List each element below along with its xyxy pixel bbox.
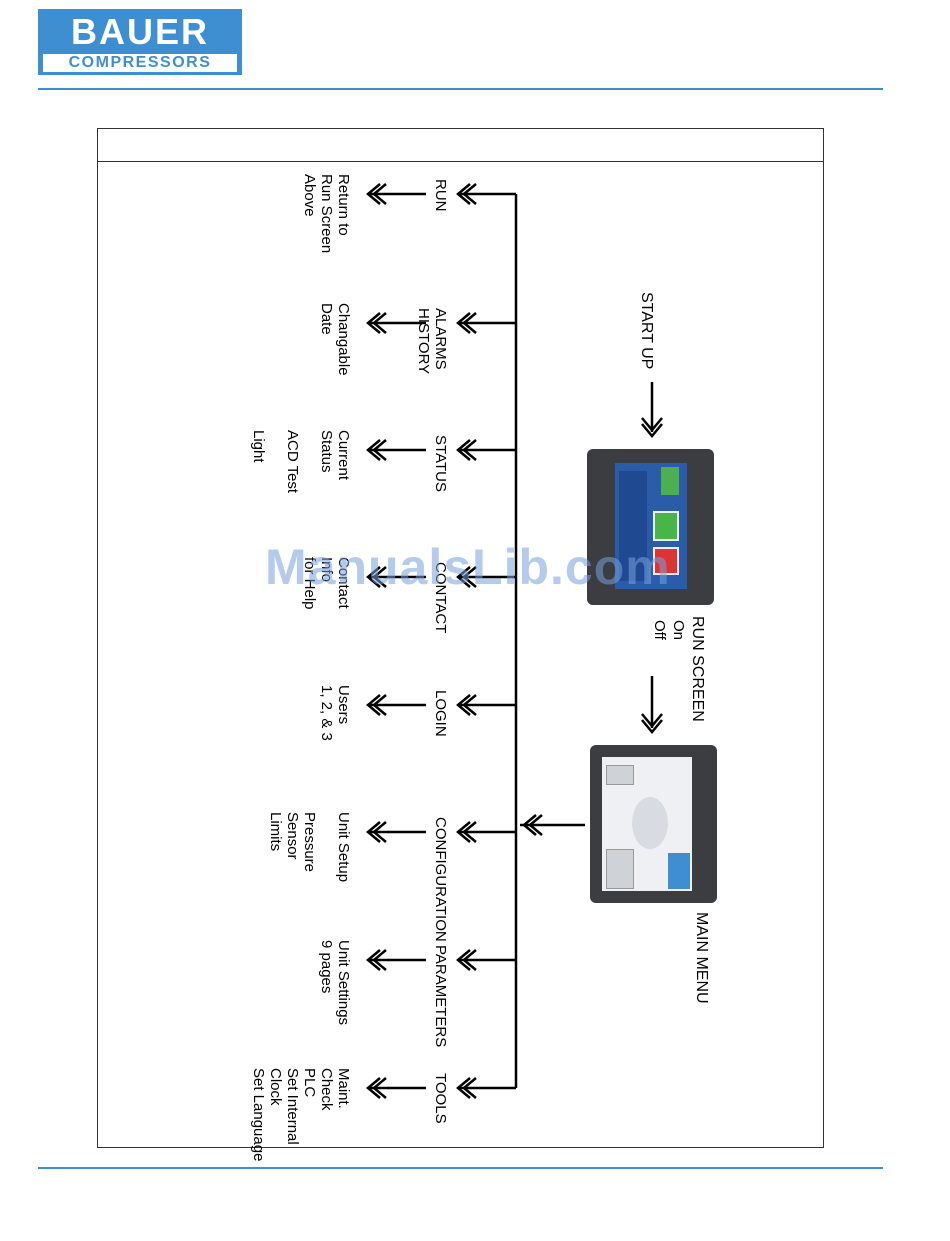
desc-arrow-run xyxy=(366,183,426,205)
on-button xyxy=(653,511,679,541)
branch-arrow-status xyxy=(456,439,516,461)
branch-arrow-configuration xyxy=(456,821,516,843)
main-menu-device xyxy=(590,745,717,903)
logo-subtitle: COMPRESSORS xyxy=(43,54,237,72)
startup-label: START UP xyxy=(638,292,655,370)
footer-rule xyxy=(38,1167,883,1169)
branch-label-run: RUN xyxy=(432,179,449,212)
runtime-panel xyxy=(619,471,647,581)
branch-label-tools: TOOLS xyxy=(432,1073,449,1124)
branch-label-alarms-history: ALARMS HISTORY xyxy=(415,308,449,375)
desc-arrow-configuration xyxy=(366,821,426,843)
branch-label-configuration: CONFIGURATION xyxy=(432,817,449,942)
header-rule xyxy=(38,88,883,90)
branch-arrow-run xyxy=(456,183,516,205)
branch-desc-configuration: Unit Setup Pressure Sensor Limits xyxy=(267,812,352,883)
menu-logo xyxy=(668,853,690,889)
branch-arrow-parameters xyxy=(456,949,516,971)
run-off-label: Off xyxy=(651,620,668,640)
menu-btn-run xyxy=(606,765,634,785)
desc-arrow-tools xyxy=(366,1077,426,1099)
branch-arrow-alarms-history xyxy=(456,312,516,334)
branch-desc-tools: Maint. Check PLC Set Internal Clock Set … xyxy=(250,1068,352,1162)
run-on-label: On xyxy=(670,620,687,641)
run-screen-label: RUN SCREEN xyxy=(689,616,706,722)
branch-arrow-login xyxy=(456,694,516,716)
branch-desc-status: Current Status ACD Test Light xyxy=(250,430,352,494)
off-button xyxy=(653,547,679,575)
diagram-frame xyxy=(97,128,824,1148)
branch-arrow-contact xyxy=(456,566,516,588)
run-screen-device xyxy=(587,449,714,605)
desc-arrow-parameters xyxy=(366,949,426,971)
desc-arrow-status xyxy=(366,439,426,461)
branch-arrow-tools xyxy=(456,1077,516,1099)
logo-brand: BAUER xyxy=(70,11,209,52)
watermark: ManualsLib.com xyxy=(265,539,671,595)
menu-btn-tools xyxy=(606,849,634,889)
main-menu-display xyxy=(602,757,692,891)
branch-desc-run: Return to Run Screen Above xyxy=(301,174,352,254)
branch-label-parameters: PARAMETERS xyxy=(432,945,449,1048)
branch-desc-alarms-history: Changable Date xyxy=(318,303,352,376)
run-screen-display xyxy=(615,463,687,589)
bauer-logo: BAUER COMPRESSORS xyxy=(38,9,242,75)
main-menu-label: MAIN MENU xyxy=(693,912,710,1004)
branch-desc-login: Users 1, 2, & 3 xyxy=(318,685,352,741)
menu-emblem xyxy=(632,797,668,849)
run-indicator xyxy=(661,467,679,495)
frame-header-divider xyxy=(97,161,824,162)
desc-arrow-login xyxy=(366,694,426,716)
branch-desc-parameters: Unit Settings 9 pages xyxy=(318,940,352,1026)
branch-label-status: STATUS xyxy=(432,435,449,492)
branch-label-login: LOGIN xyxy=(432,690,449,737)
desc-arrow-alarms-history xyxy=(366,312,426,334)
desc-arrow-contact xyxy=(366,566,426,588)
